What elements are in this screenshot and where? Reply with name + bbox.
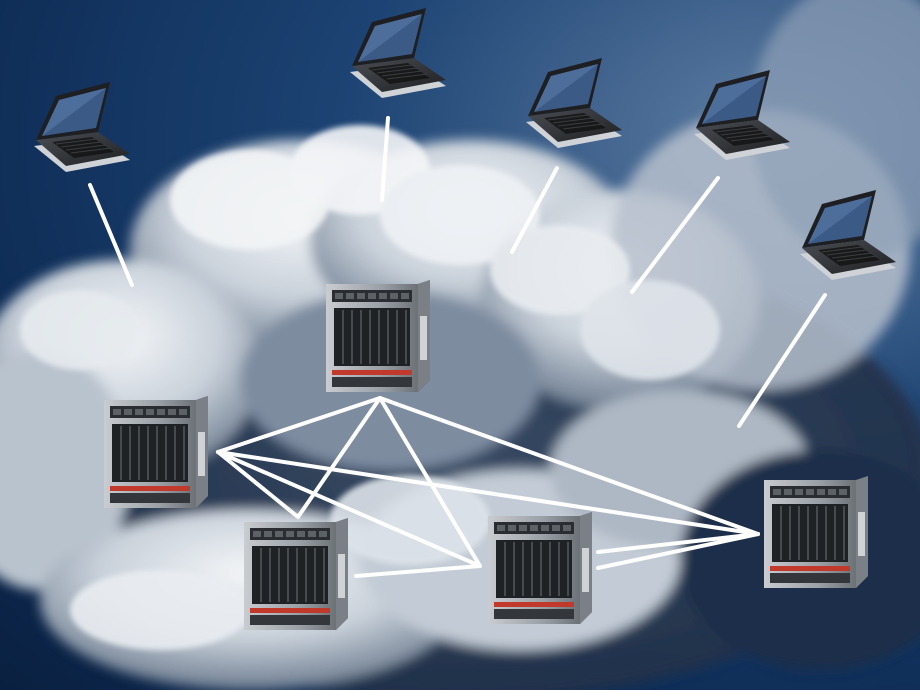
network-links [88,116,827,578]
